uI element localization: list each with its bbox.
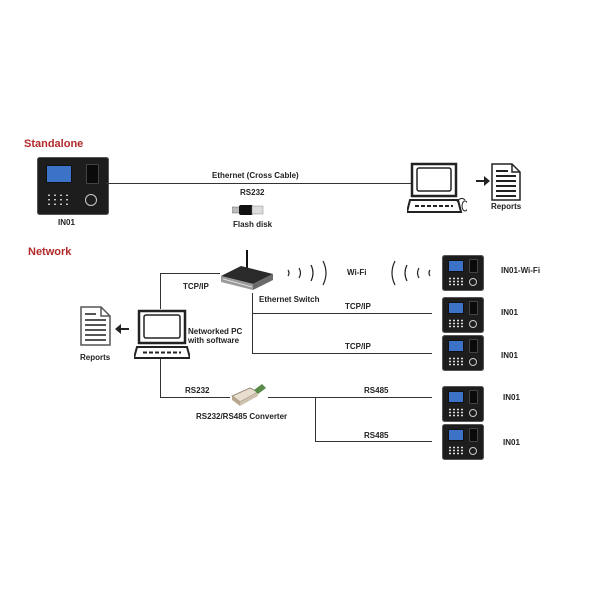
standalone-connection-line bbox=[106, 183, 411, 184]
networked-pc-label-line2: with software bbox=[188, 336, 240, 345]
switch-device2-line bbox=[252, 313, 432, 314]
rs485-trunk-line bbox=[315, 397, 316, 442]
switch-device3-line bbox=[252, 353, 432, 354]
device-in01-rs485a-label: IN01 bbox=[503, 393, 520, 402]
device-in01-tcp1-icon bbox=[442, 297, 484, 333]
wifi-waves-in-icon bbox=[391, 260, 431, 286]
wifi-waves-out-icon bbox=[287, 260, 327, 286]
standalone-reports-label: Reports bbox=[491, 202, 522, 211]
standalone-device-icon bbox=[37, 157, 109, 215]
arrow-left-icon bbox=[115, 324, 129, 334]
network-reports-icon bbox=[80, 306, 111, 346]
standalone-pc-icon bbox=[407, 162, 467, 213]
wifi-label: Wi-Fi bbox=[347, 268, 367, 277]
pc-converter-rs232-label: RS232 bbox=[185, 386, 210, 395]
device3-link-label: TCP/IP bbox=[345, 342, 371, 351]
device-in01-tcp2-icon bbox=[442, 335, 484, 371]
ethernet-switch-icon bbox=[221, 250, 273, 290]
flash-disk-icon bbox=[232, 205, 264, 215]
ethernet-switch-label: Ethernet Switch bbox=[259, 295, 320, 304]
pc-switch-horizontal-line bbox=[160, 273, 220, 274]
device4-link-label: RS485 bbox=[364, 386, 389, 395]
standalone-title: Standalone bbox=[24, 138, 84, 150]
pc-converter-vertical-line bbox=[160, 359, 161, 398]
converter-device5-line bbox=[315, 441, 432, 442]
rs232-rs485-converter-icon bbox=[231, 384, 266, 406]
pc-switch-tcpip-label: TCP/IP bbox=[183, 282, 209, 291]
device2-link-label: TCP/IP bbox=[345, 302, 371, 311]
network-title: Network bbox=[28, 246, 72, 258]
device-in01-rs485b-icon bbox=[442, 424, 484, 460]
rs232-label: RS232 bbox=[240, 188, 265, 197]
converter-label: RS232/RS485 Converter bbox=[196, 412, 288, 421]
standalone-device-label: IN01 bbox=[58, 218, 75, 227]
pc-switch-vertical-line bbox=[160, 273, 161, 309]
device-in01-tcp1-label: IN01 bbox=[501, 308, 518, 317]
pc-converter-horizontal-line bbox=[160, 397, 230, 398]
switch-trunk-line bbox=[252, 293, 253, 354]
networked-pc-icon bbox=[134, 309, 190, 359]
network-reports-label: Reports bbox=[80, 353, 111, 362]
flash-disk-label: Flash disk bbox=[233, 220, 273, 229]
converter-device4-line bbox=[268, 397, 432, 398]
device-in01-wifi-icon bbox=[442, 255, 484, 291]
device-in01-rs485b-label: IN01 bbox=[503, 438, 520, 447]
device-in01-tcp2-label: IN01 bbox=[501, 351, 518, 360]
standalone-reports-icon bbox=[491, 163, 521, 201]
arrow-right-icon bbox=[476, 176, 490, 186]
device-in01-rs485a-icon bbox=[442, 386, 484, 422]
ethernet-cross-cable-label: Ethernet (Cross Cable) bbox=[212, 171, 299, 180]
device5-link-label: RS485 bbox=[364, 431, 389, 440]
device-in01-wifi-label: IN01-Wi-Fi bbox=[501, 266, 541, 275]
networked-pc-label-line1: Networked PC bbox=[188, 327, 243, 336]
